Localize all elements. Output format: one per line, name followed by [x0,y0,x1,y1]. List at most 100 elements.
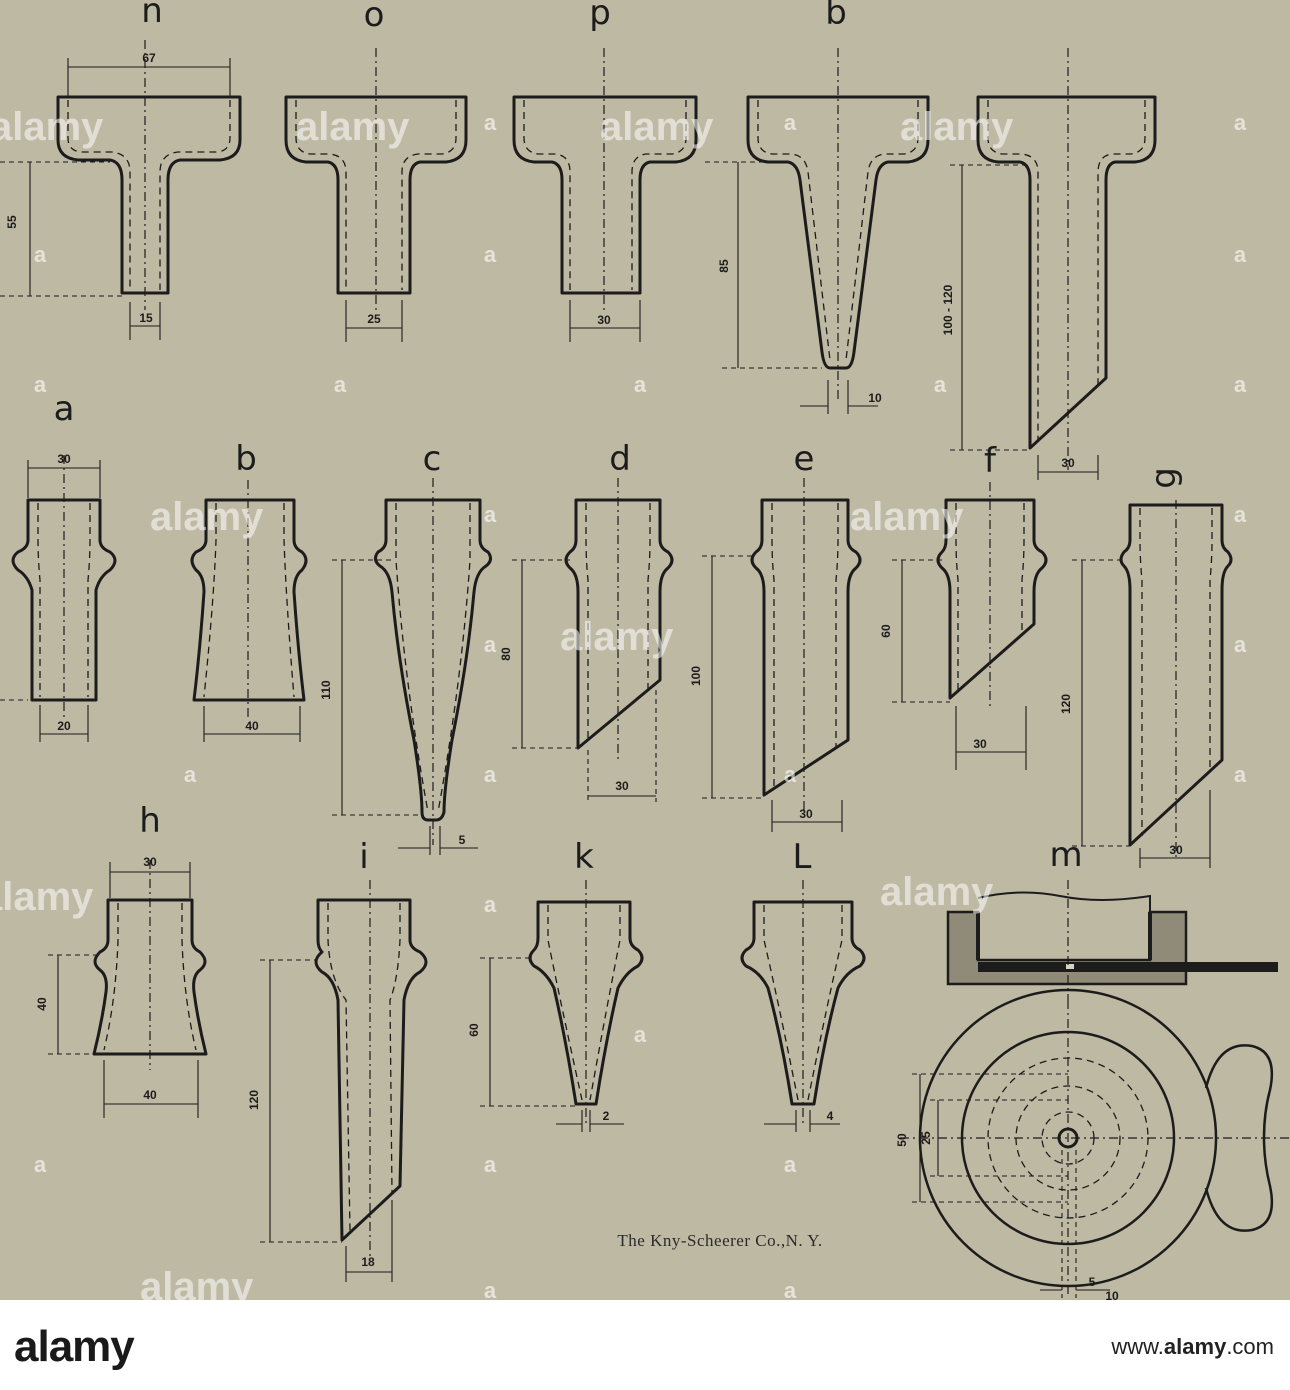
dim-f-height: 60 [879,624,893,638]
dim-b-base: 40 [245,719,259,733]
watermark-symbol: a [34,1152,47,1177]
label-c: c [423,439,442,479]
watermark-symbol: a [1234,762,1247,787]
dim-m-25: 25 [919,1131,933,1145]
footer-url[interactable]: www.alamy.com [1111,1334,1274,1360]
dim-n-height: 55 [5,215,19,229]
dim-a-width: 30 [57,452,71,466]
watermark-text: alamy [900,105,1014,149]
dim-t-height: 100 - 120 [941,284,955,335]
watermark-symbol: a [1234,632,1247,657]
caption: The Kny-Scheerer Co.,N. Y. [617,1231,822,1250]
watermark-symbol: a [484,762,497,787]
figure-c: c 110 5 [319,439,493,855]
watermark-symbol: a [1234,242,1247,267]
watermark-symbol: a [784,110,797,135]
dim-e-height: 100 [689,666,703,686]
watermark-symbol: a [484,242,497,267]
label-i: i [359,837,368,877]
label-k: k [574,837,594,877]
label-n: n [141,0,163,31]
watermark-symbol: a [934,372,947,397]
label-m: m [1049,835,1082,875]
watermark-symbol: a [1234,502,1247,527]
drawing-canvas: n 67 55 15 o 25 p 30 b 85 10 [0,0,1290,1300]
watermark-symbol: a [784,762,797,787]
dim-h-width: 30 [143,855,157,869]
watermark-symbol: a [484,632,497,657]
dim-d-base: 30 [615,779,629,793]
figure-e: e 100 30 [689,439,862,832]
watermark-symbol: a [1234,372,1247,397]
dim-h-base: 40 [143,1088,157,1102]
dim-g-base: 30 [1169,843,1183,857]
figure-l: L 4 [740,837,866,1132]
watermark-symbol: a [784,1278,797,1300]
watermark-symbol: a [184,762,197,787]
footer-url-suffix: .com [1226,1334,1274,1359]
watermark-text: alamy [0,105,104,149]
figure-p: p 30 [512,0,698,342]
label-b: b [235,439,257,479]
figure-d: d 80 30 [499,439,674,802]
dim-b-top-tip: 10 [868,391,882,405]
dim-b-top-height: 85 [717,259,731,273]
figure-a: a 30 20 [0,389,117,742]
label-l: L [793,837,812,877]
watermark-text: alamy [850,495,964,539]
label-a: a [54,389,75,429]
figure-h: h 30 40 40 [35,801,208,1118]
watermark-text: alamy [150,495,264,539]
watermark-symbol: a [484,1152,497,1177]
dim-l-tip: 4 [827,1109,834,1123]
figure-b-top: b 85 10 [705,0,930,414]
figure-o: o 25 [284,0,468,342]
footer-url-prefix: www. [1111,1334,1164,1359]
dim-i-height: 120 [247,1090,261,1110]
dim-o-base: 25 [367,312,381,326]
dim-m-50: 50 [895,1133,909,1147]
dim-t-base: 30 [1061,456,1075,470]
watermark-symbol: a [484,502,497,527]
watermark-symbol: a [634,372,647,397]
dim-g-height: 120 [1059,694,1073,714]
dim-f-base: 30 [973,737,987,751]
label-p: p [589,0,611,33]
dim-i-base: 18 [361,1255,375,1269]
label-e: e [794,439,815,479]
watermark-symbol: a [484,892,497,917]
dim-n-width: 67 [142,51,156,65]
dim-e-base: 30 [799,807,813,821]
dim-c-tip: 5 [459,833,466,847]
watermark-symbol: a [484,1278,497,1300]
dim-h-height: 40 [35,997,49,1011]
watermark-symbol: a [484,110,497,135]
dim-a-base: 20 [57,719,71,733]
watermark-symbol: a [334,372,347,397]
watermark-text: alamy [0,875,94,919]
figure-n: n 67 55 15 [0,0,242,340]
footer-bar: alamy www.alamy.com [0,1300,1290,1390]
watermark-symbol: a [784,1152,797,1177]
watermark-text: alamy [296,105,410,149]
footer-logo[interactable]: alamy [14,1322,135,1371]
label-g: g [1144,467,1184,489]
figure-g: g 120 30 [1059,467,1233,868]
watermark-symbol: a [1234,110,1247,135]
dim-k-tip: 2 [603,1109,610,1123]
watermark-symbol: a [34,372,47,397]
watermark-text: alamy [880,870,994,914]
footer-url-site: alamy [1163,1334,1227,1359]
figure-t-slant: 100 - 120 30 [941,48,1157,480]
label-f: f [984,441,997,481]
watermark-symbol: a [634,1022,647,1047]
figure-i: i 120 18 [247,837,428,1282]
label-o: o [364,0,385,35]
dim-c-height: 110 [319,680,333,700]
watermark-symbol: a [34,242,47,267]
figure-b: b 40 [190,439,308,742]
figure-k: k 60 2 [467,837,644,1132]
watermark: alamy alamy alamy alamy alamy alamy alam… [0,105,1247,1300]
watermark-text: alamy [600,105,714,149]
watermark-text: alamy [560,615,674,659]
